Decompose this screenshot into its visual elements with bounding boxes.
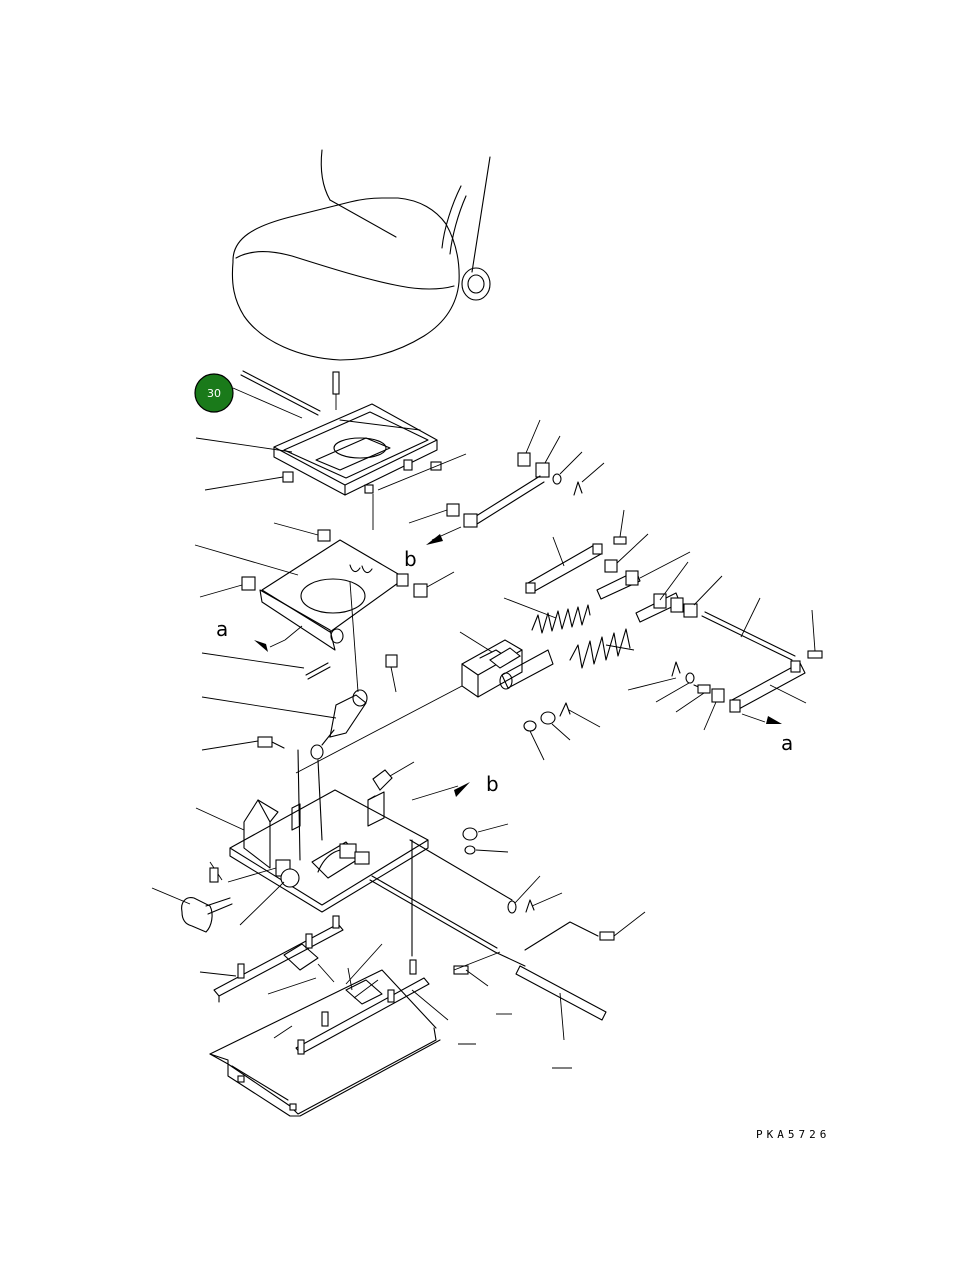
arrow-a-right — [766, 716, 782, 724]
control-rod — [369, 839, 646, 1041]
callout-30-badge[interactable] — [194, 373, 234, 413]
arrow-b-lower — [454, 782, 470, 797]
arrow-b-upper — [426, 534, 443, 545]
seat-cushion — [231, 149, 491, 361]
ref-label-b-upper: b — [404, 547, 417, 571]
damper — [201, 689, 368, 760]
upper-right-parts: b — [404, 419, 605, 571]
callout-30-number: 30 — [207, 387, 221, 400]
ref-label-b-lower: b — [486, 772, 499, 796]
right-assembly: a — [525, 509, 823, 755]
lower-base: b — [195, 749, 509, 926]
upper-bracket — [195, 370, 467, 530]
mid-plate: a — [194, 522, 455, 693]
arrow-a-left — [254, 640, 268, 652]
springs — [503, 597, 635, 669]
callout-30[interactable]: 30 — [194, 373, 303, 419]
pin-bolt — [201, 736, 285, 751]
slide-rails — [199, 915, 476, 1055]
ref-label-a-right: a — [781, 731, 793, 755]
drawing-code: PKA5726 — [756, 1128, 830, 1141]
mounting-plate — [209, 969, 572, 1117]
slide-block — [295, 631, 725, 774]
adjust-knob — [151, 887, 233, 933]
ref-label-a-left: a — [216, 617, 228, 641]
